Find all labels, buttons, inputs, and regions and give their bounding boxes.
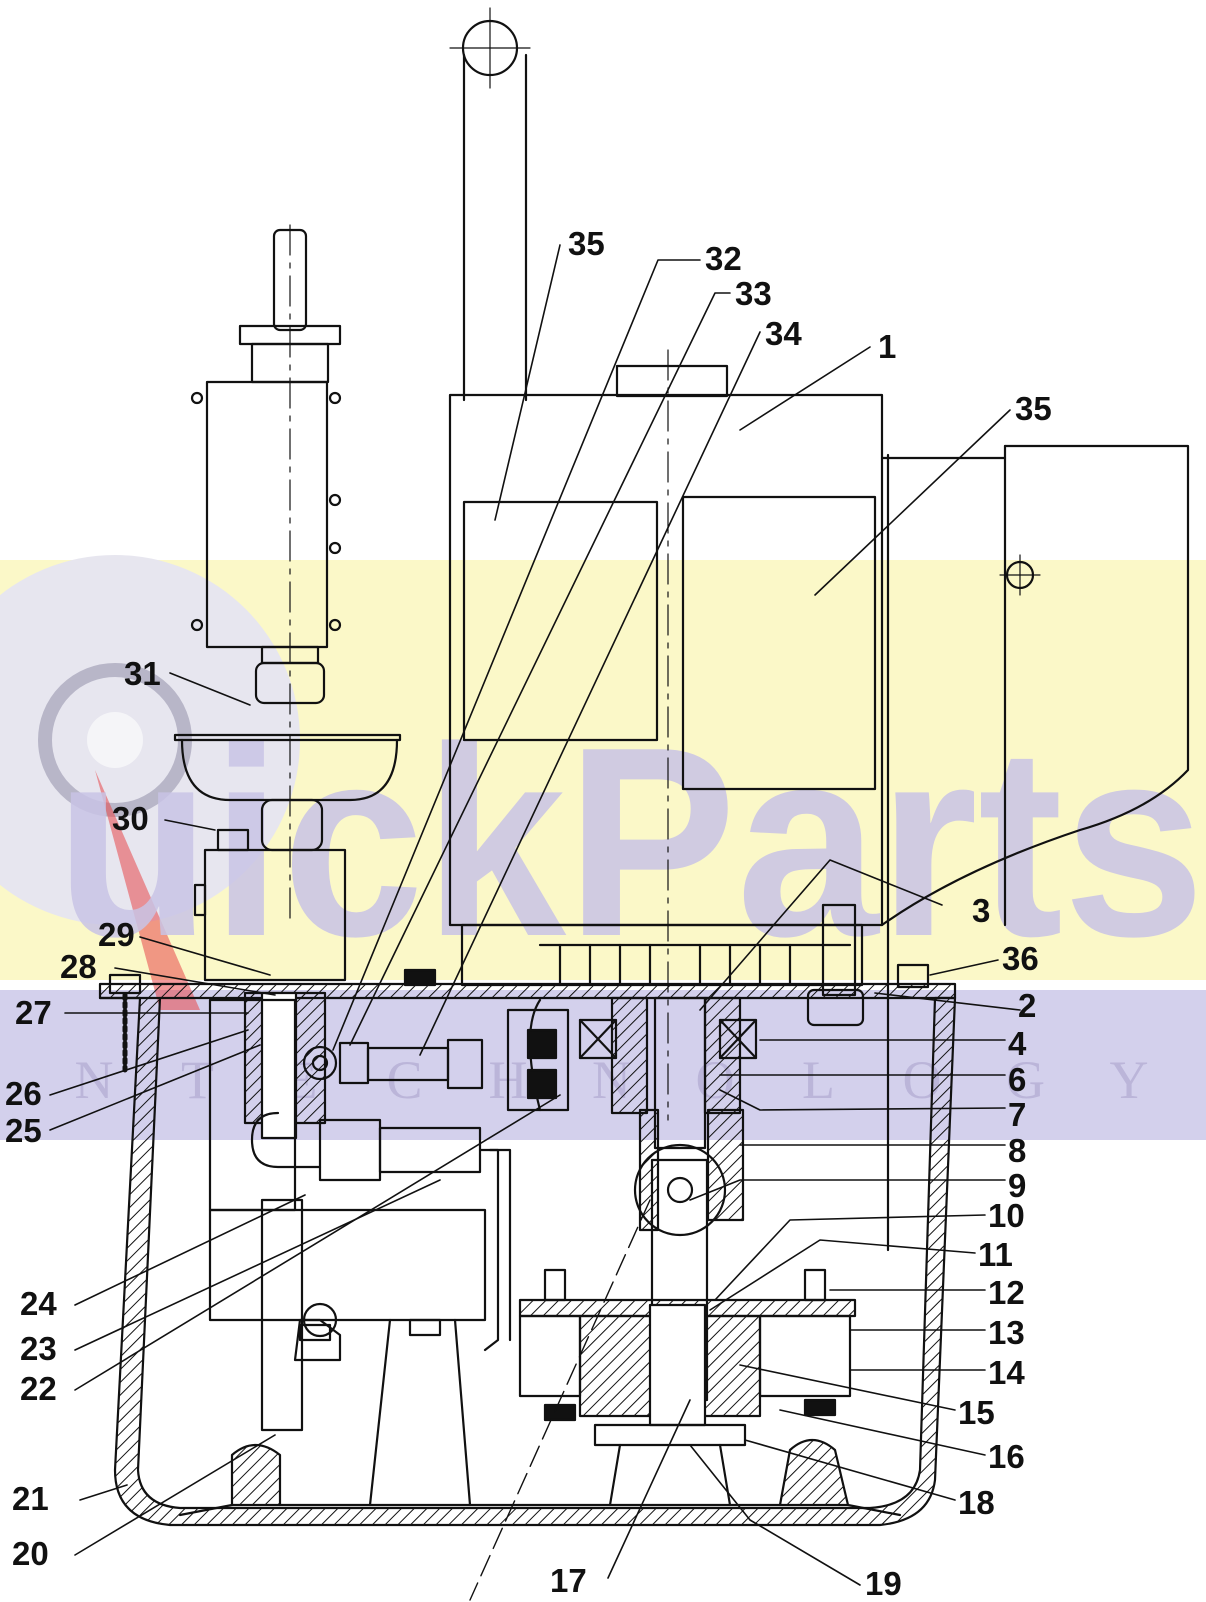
callout-4: 4: [1008, 1025, 1027, 1062]
callout-labels: 1 2 3 4 6 7 8 9 10 11 12 13 14 15 16 17 …: [5, 225, 1052, 1602]
callout-15: 15: [958, 1394, 995, 1431]
callout-8: 8: [1008, 1132, 1026, 1169]
callout-28: 28: [60, 948, 97, 985]
watermark-tagline-letter: L: [802, 1050, 837, 1110]
callout-24: 24: [20, 1285, 57, 1322]
callout-31: 31: [124, 655, 161, 692]
callout-32: 32: [705, 240, 742, 277]
drawing-linework: [49, 7, 1190, 1601]
callout-36: 36: [1002, 940, 1039, 977]
watermark-swoosh-icon: [95, 770, 200, 1010]
callout-18: 18: [958, 1484, 995, 1521]
callout-2: 2: [1018, 987, 1036, 1024]
callout-9: 9: [1008, 1167, 1026, 1204]
callout-10: 10: [988, 1197, 1025, 1234]
callout-27: 27: [15, 994, 52, 1031]
watermark-tagline-letter: T: [181, 1050, 216, 1110]
watermark-disc-hole: [87, 712, 143, 768]
watermark-tagline-letter: Y: [1110, 1050, 1151, 1110]
valve-manifold: [208, 991, 570, 1507]
callout-17: 17: [550, 1562, 587, 1599]
callout-3: 3: [972, 892, 990, 929]
leader-lines: [49, 244, 1021, 1586]
callout-7: 7: [1008, 1096, 1026, 1133]
callout-11: 11: [978, 1236, 1013, 1273]
callout-21: 21: [12, 1480, 49, 1517]
callout-29: 29: [98, 916, 135, 953]
callout-22: 22: [20, 1370, 57, 1407]
callout-33: 33: [735, 275, 772, 312]
callout-12: 12: [988, 1274, 1025, 1311]
callout-30: 30: [112, 800, 149, 837]
callout-35-top: 35: [568, 225, 605, 262]
watermark-brand-text: uickParts: [55, 692, 1205, 993]
pump-cylinder: [469, 453, 890, 1601]
callout-13: 13: [988, 1314, 1025, 1351]
callout-14: 14: [988, 1354, 1025, 1391]
callout-25: 25: [5, 1112, 42, 1149]
callout-35-right: 35: [1015, 390, 1052, 427]
handle-lever: [449, 7, 531, 402]
callout-34: 34: [765, 315, 802, 352]
callout-20: 20: [12, 1535, 49, 1572]
left-valve-stack: [173, 224, 402, 982]
watermark-tagline-letter: G: [1006, 1050, 1047, 1110]
callout-16: 16: [988, 1438, 1025, 1475]
callout-26: 26: [5, 1075, 42, 1112]
callout-6: 6: [1008, 1061, 1026, 1098]
callout-19: 19: [865, 1565, 902, 1602]
callout-1: 1: [878, 328, 896, 365]
callout-23: 23: [20, 1330, 57, 1367]
watermark-blue-band: [0, 990, 1206, 1140]
